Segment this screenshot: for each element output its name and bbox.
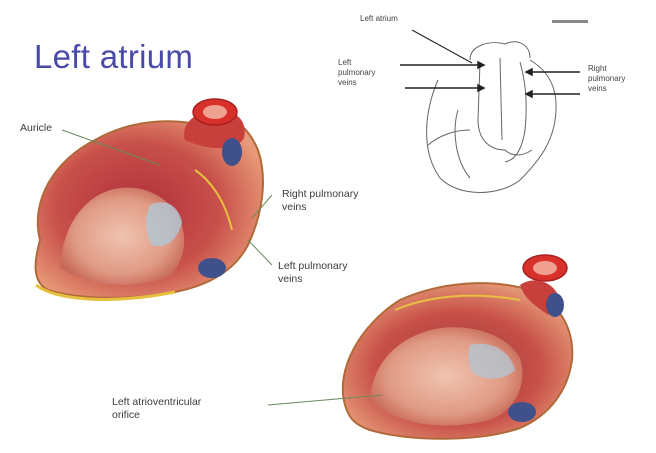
- inset-label-left-atrium: Left atrium: [360, 14, 398, 24]
- label-line: veins: [588, 84, 625, 94]
- label-line: Right: [588, 64, 625, 74]
- heart-left-view: [36, 99, 263, 299]
- label-left-pulmonary-veins: Left pulmonary veins: [278, 260, 347, 286]
- inset-label-right-pulmonary-veins: Right pulmonary veins: [588, 64, 625, 94]
- label-auricle: Auricle: [20, 122, 52, 135]
- label-line: Right pulmonary: [282, 188, 358, 201]
- label-line: veins: [338, 78, 375, 88]
- label-line: Left atrioventricular: [112, 396, 201, 409]
- label-right-pulmonary-veins: Right pulmonary veins: [282, 188, 358, 214]
- label-line: pulmonary: [338, 68, 375, 78]
- inset-outline-heart: [427, 20, 588, 193]
- inset-label-left-pulmonary-veins: Left pulmonary veins: [338, 58, 375, 88]
- label-line: veins: [278, 273, 347, 286]
- label-line: veins: [282, 201, 358, 214]
- label-line: orifice: [112, 409, 201, 422]
- label-left-av-orifice: Left atrioventricular orifice: [112, 396, 201, 422]
- heart-right-view: [343, 255, 573, 439]
- label-line: Left: [338, 58, 375, 68]
- label-line: Left pulmonary: [278, 260, 347, 273]
- label-line: pulmonary: [588, 74, 625, 84]
